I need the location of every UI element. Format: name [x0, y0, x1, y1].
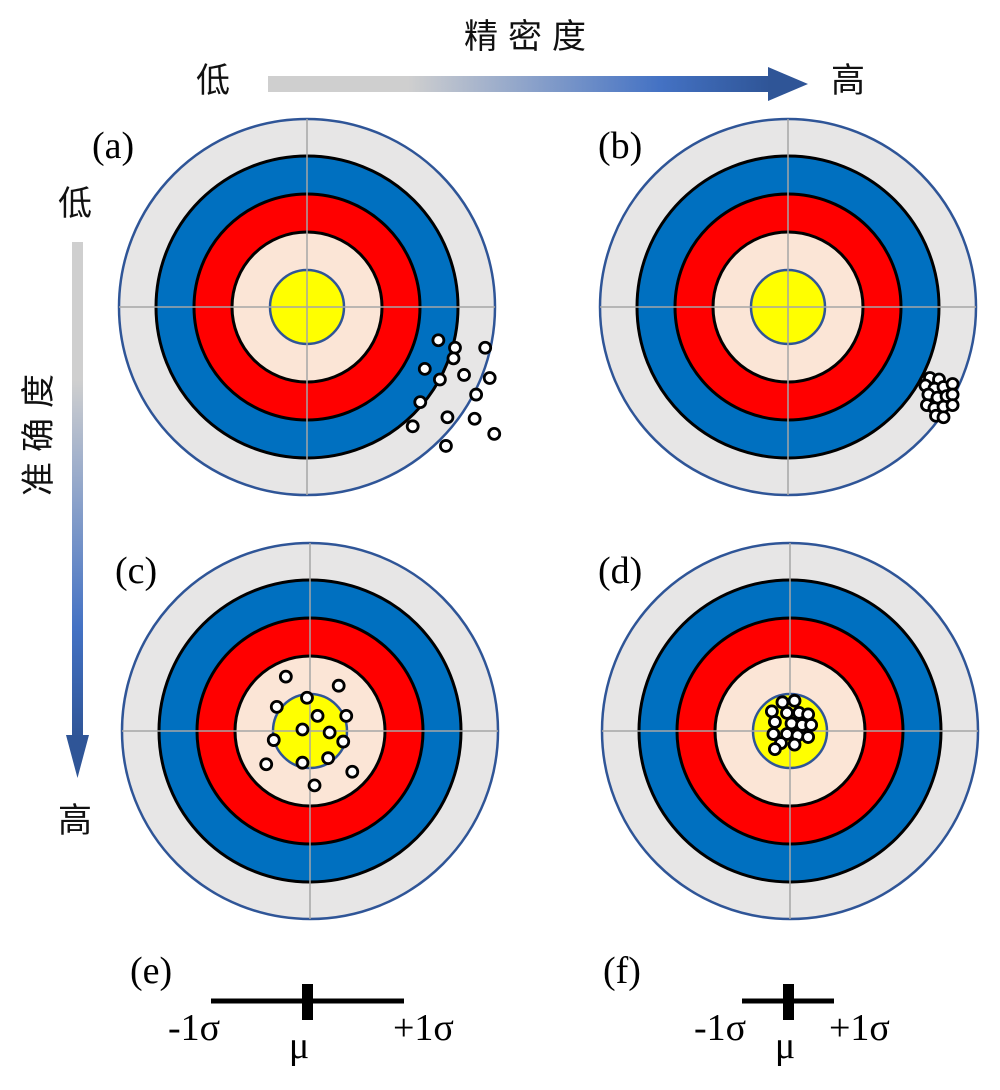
- target-panel-d: (d): [598, 541, 980, 921]
- hits-c: [259, 669, 360, 793]
- panel-label-e: (e): [130, 950, 172, 992]
- hits-d: [764, 693, 819, 757]
- hit-marker: [787, 693, 802, 708]
- hit-marker: [307, 778, 322, 793]
- mean-marker-f: [783, 984, 794, 1020]
- precision-arrowhead-icon: [768, 67, 808, 101]
- minus-sigma-label-f: -1σ: [694, 1007, 746, 1049]
- mu-label-e: μ: [289, 1025, 309, 1067]
- plus-sigma-label-e: +1σ: [393, 1007, 454, 1049]
- accuracy-arrow-shaft: [72, 242, 83, 737]
- hits-b: [918, 371, 960, 425]
- hit-marker: [487, 426, 502, 441]
- hit-marker: [417, 362, 432, 376]
- hit-marker: [339, 709, 354, 723]
- hit-marker: [310, 709, 325, 723]
- hit-marker: [321, 751, 336, 766]
- panel-label-a: (a): [92, 125, 134, 167]
- hit-marker: [259, 757, 274, 772]
- hit-marker: [322, 725, 337, 740]
- hit-marker: [478, 340, 493, 355]
- hit-marker: [945, 398, 960, 413]
- panel-label-b: (b): [598, 125, 642, 167]
- hit-marker: [469, 387, 484, 402]
- hit-marker: [345, 764, 360, 779]
- hit-marker: [331, 678, 346, 693]
- accuracy-arrowhead-icon: [66, 735, 89, 778]
- hit-marker: [336, 734, 351, 749]
- target-panel-b: (b): [598, 117, 978, 497]
- target-rings-a: [117, 117, 497, 497]
- precision-arrow-shaft: [268, 76, 770, 92]
- hit-marker: [413, 395, 428, 410]
- hit-marker: [278, 669, 293, 684]
- distribution-panel-e: (e) -1σ μ +1σ: [130, 950, 454, 1067]
- accuracy-high-label: 高: [58, 801, 92, 841]
- mean-marker-e: [302, 984, 313, 1020]
- target-panel-c: (c): [115, 541, 500, 921]
- mu-label-f: μ: [775, 1025, 795, 1067]
- hit-marker: [440, 410, 455, 425]
- hit-marker: [801, 730, 816, 744]
- hit-marker: [467, 411, 482, 426]
- accuracy-title: 准确度: [19, 364, 59, 496]
- hit-marker: [446, 351, 461, 366]
- hit-marker: [295, 722, 310, 737]
- precision-high-label: 高: [831, 61, 865, 101]
- hit-marker: [266, 733, 281, 747]
- hit-marker: [439, 439, 453, 453]
- hit-marker: [405, 419, 420, 434]
- hits-a: [405, 333, 502, 453]
- panel-label-c: (c): [115, 550, 157, 592]
- panel-label-f: (f): [603, 950, 641, 992]
- hit-marker: [787, 737, 802, 752]
- precision-title: 精密度: [464, 17, 596, 57]
- target-rings-c: [120, 541, 500, 921]
- hit-marker: [432, 372, 447, 387]
- target-panel-a: (a): [92, 117, 502, 497]
- hit-marker: [431, 333, 446, 348]
- hit-marker: [768, 715, 782, 729]
- distribution-panel-f: (f) -1σ μ +1σ: [603, 950, 890, 1067]
- hit-marker: [295, 755, 310, 770]
- minus-sigma-label-e: -1σ: [168, 1007, 220, 1049]
- hit-marker: [804, 718, 819, 732]
- plus-sigma-label-f: +1σ: [829, 1007, 890, 1049]
- precision-axis: 精密度 低 高: [196, 17, 865, 101]
- hit-marker: [766, 727, 781, 741]
- hit-marker: [482, 371, 497, 385]
- panel-label-d: (d): [598, 550, 642, 592]
- hit-marker: [768, 742, 782, 757]
- precision-low-label: 低: [196, 61, 230, 101]
- hit-marker: [269, 699, 284, 714]
- hit-marker: [457, 368, 471, 382]
- accuracy-low-label: 低: [58, 184, 92, 224]
- hit-marker: [300, 690, 314, 705]
- target-rings-b: [598, 117, 978, 497]
- hit-marker: [936, 410, 951, 425]
- accuracy-axis: 低 准确度 高: [19, 184, 92, 841]
